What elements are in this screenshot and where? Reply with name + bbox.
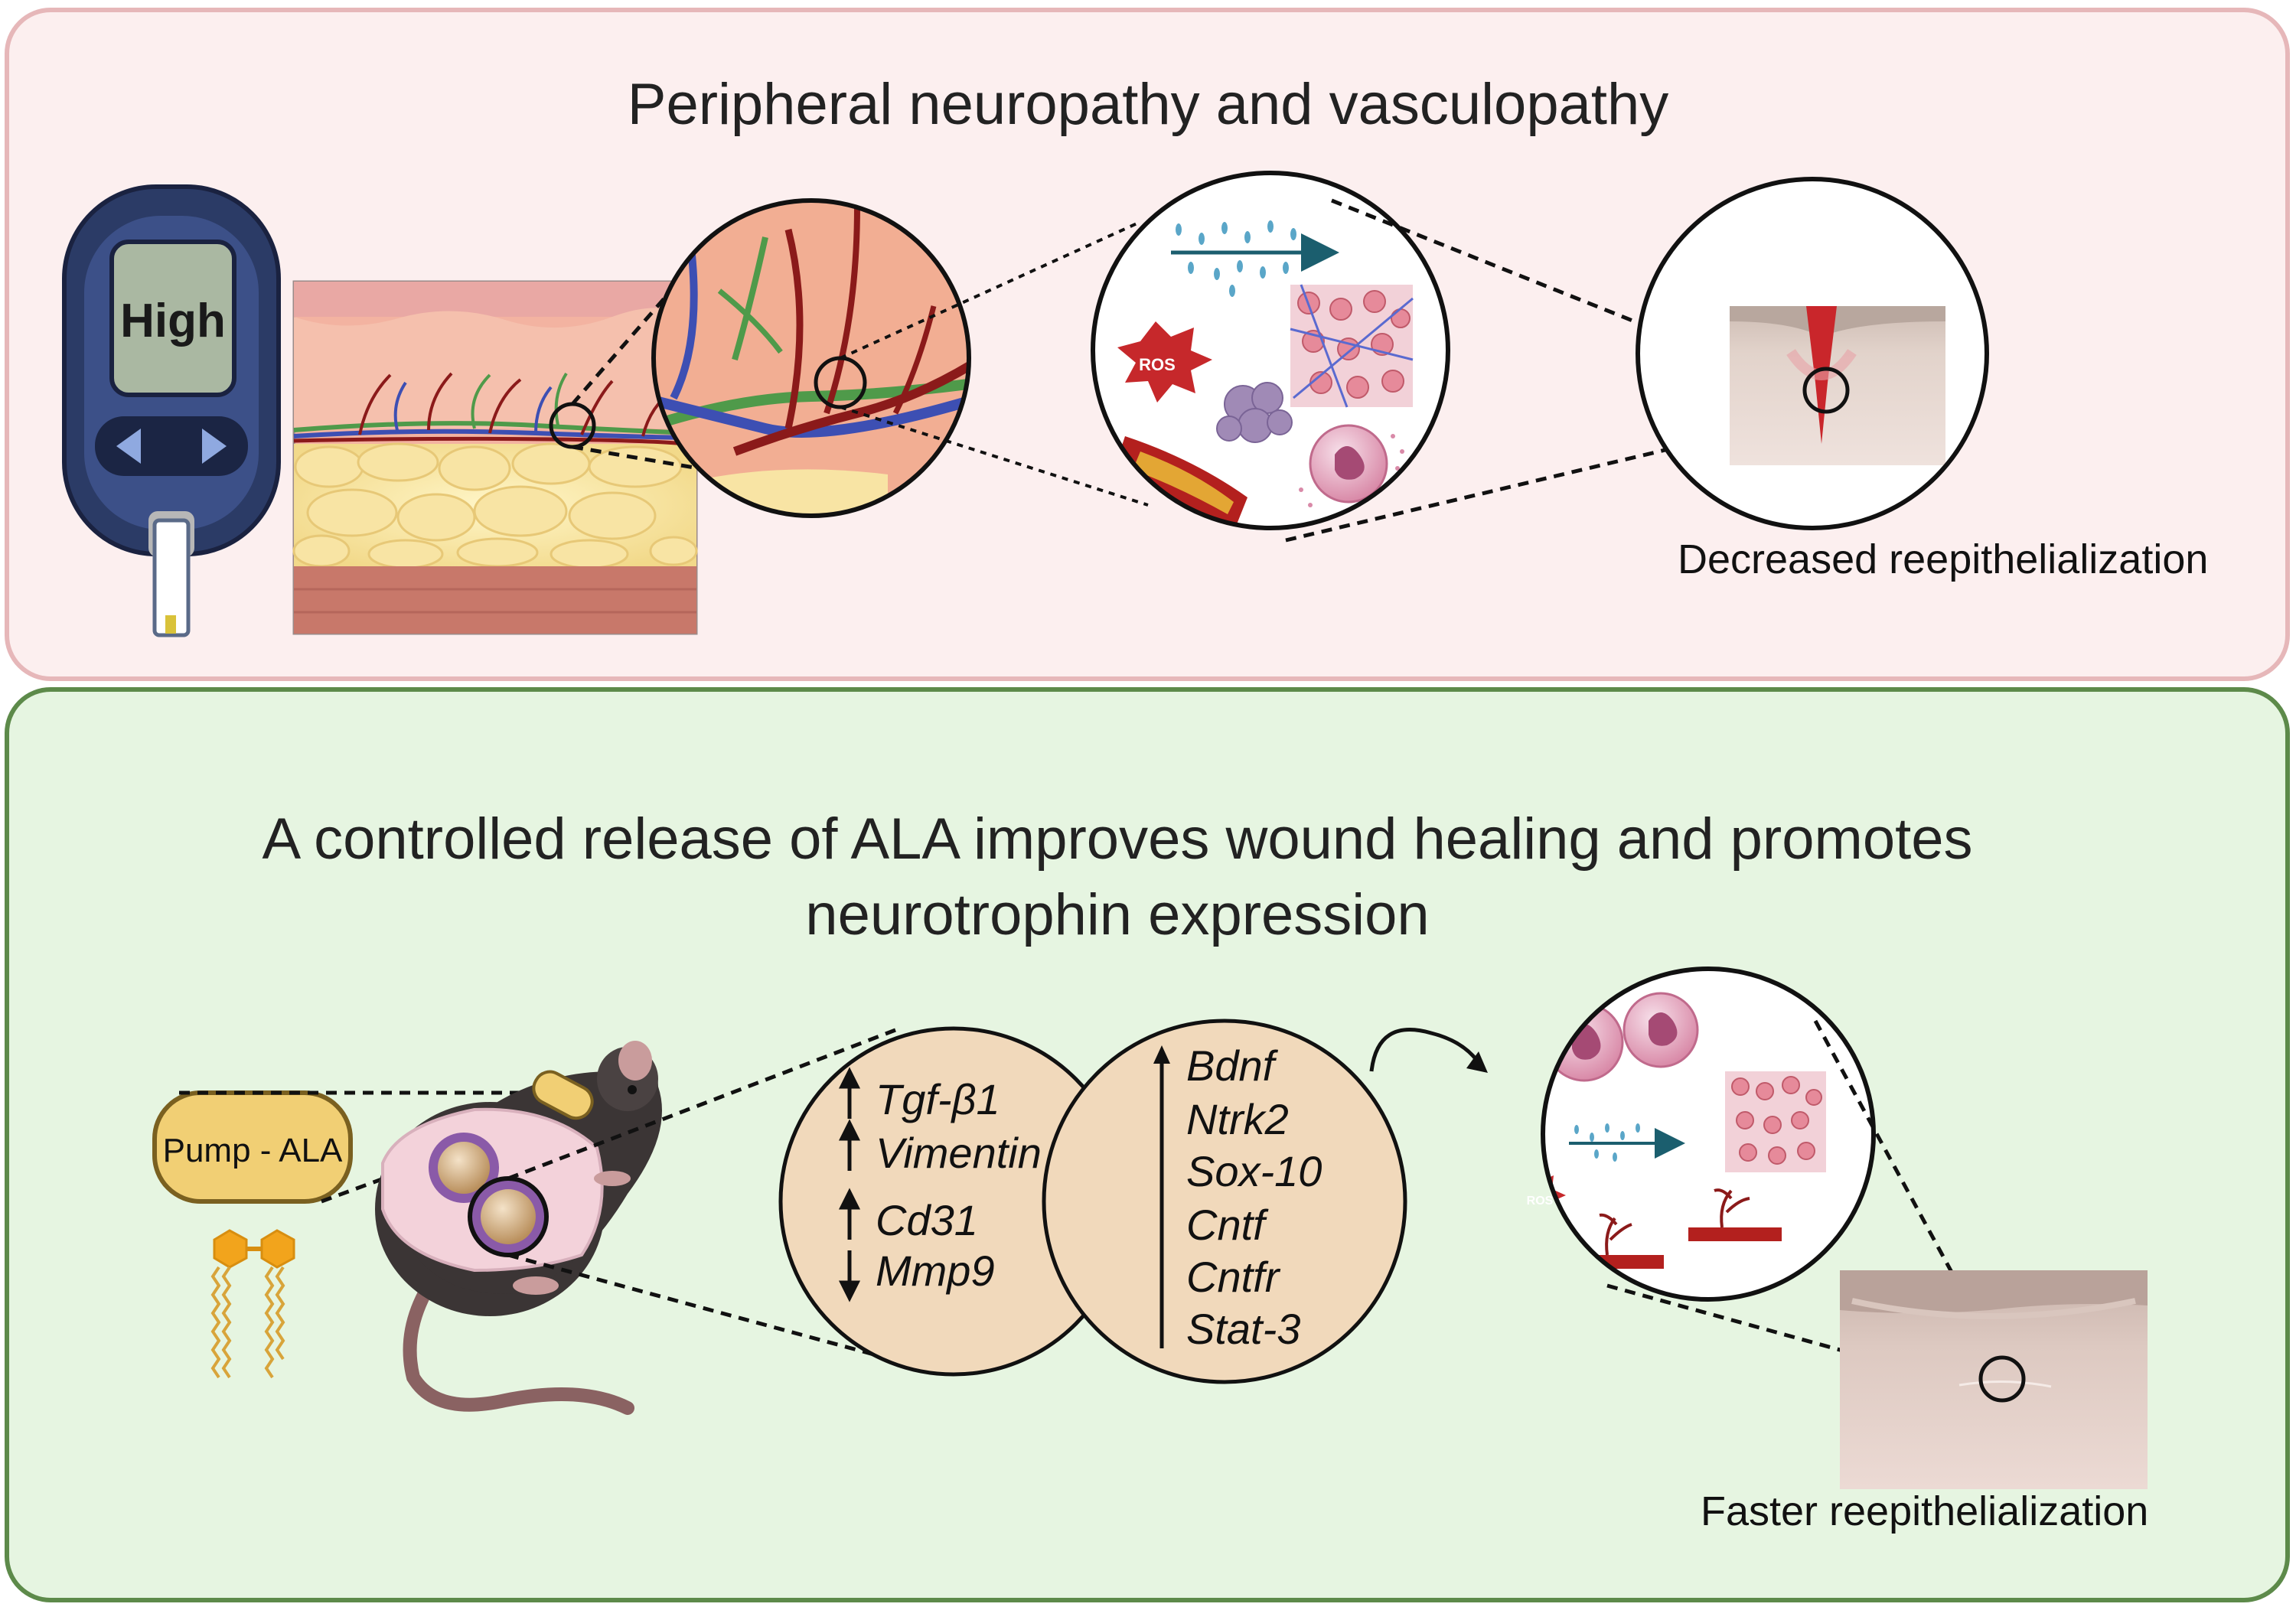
gene-vimentin: Vimentin — [876, 1129, 1042, 1177]
gene-sox-10: Sox-10 — [1186, 1147, 1322, 1195]
gene-ntrk2: Ntrk2 — [1186, 1095, 1289, 1143]
glucometer-icon — [62, 184, 281, 637]
cellular-mechanism-circle — [1091, 171, 1450, 530]
gene-circle-right — [1042, 1019, 1407, 1384]
healing-mechanism-circle — [1541, 966, 1876, 1302]
ros-label-bottom: ROS — [1527, 1195, 1554, 1208]
mouse-illustration — [375, 1041, 662, 1415]
bottom-panel-title-line1: A controlled release of ALA improves wou… — [262, 807, 1973, 872]
wound-circle-top — [1636, 177, 1989, 530]
gene-cd31: Cd31 — [876, 1196, 978, 1244]
top-panel-title: Peripheral neuropathy and vasculopathy — [627, 72, 1669, 137]
gene-tgf-b1: Tgf-β1 — [876, 1075, 1000, 1123]
skin-cross-section — [292, 280, 698, 635]
bottom-panel-title-line2: neurotrophin expression — [805, 882, 1430, 947]
gene-arrows-left — [838, 1067, 861, 1302]
caption-faster-reepithelialization: Faster reepithelialization — [1701, 1488, 2149, 1534]
gene-cntf: Cntf — [1186, 1201, 1269, 1249]
gene-bdnf: Bdnf — [1186, 1041, 1279, 1090]
caption-decreased-reepithelialization: Decreased reepithelialization — [1678, 536, 2209, 582]
pump-label: Pump - ALA — [163, 1132, 343, 1169]
ros-label-top: ROS — [1139, 355, 1176, 374]
healed-skin-block — [1840, 1270, 2148, 1489]
ala-molecule-icon — [210, 1229, 295, 1379]
curved-arrow-icon — [1369, 1028, 1488, 1073]
bottom-panel-title: A controlled release of ALA improves wou… — [122, 802, 2112, 953]
gene-arrow-right-up — [1153, 1045, 1170, 1348]
gene-mmp9: Mmp9 — [876, 1247, 995, 1295]
glucometer-display-text: High — [120, 295, 226, 347]
gene-cntfr: Cntfr — [1186, 1253, 1281, 1301]
gene-stat-3: Stat-3 — [1186, 1305, 1300, 1353]
